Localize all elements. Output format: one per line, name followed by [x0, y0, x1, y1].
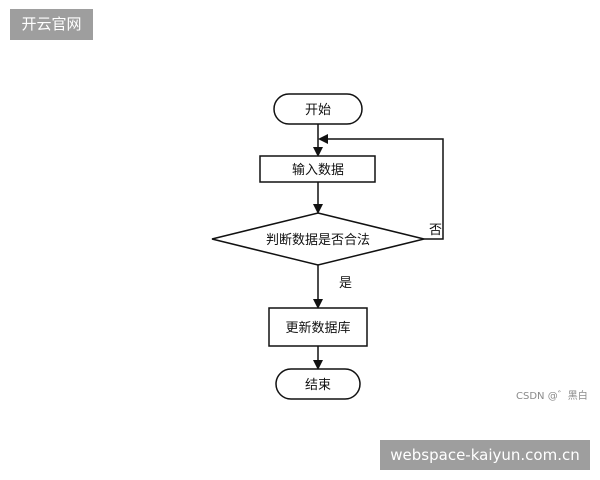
update-label: 更新数据库: [285, 320, 350, 336]
end-node: [275, 368, 361, 400]
input-label: 输入数据: [292, 162, 344, 178]
input-node: [259, 155, 376, 183]
decision-label: 判断数据是否合法: [266, 233, 370, 248]
no-label: 否: [429, 223, 442, 238]
start-node: [273, 93, 363, 125]
decision-node: [211, 212, 425, 266]
yes-label: 是: [339, 276, 352, 291]
update-node: [268, 307, 368, 347]
end-label: 结束: [305, 378, 331, 393]
start-label: 开始: [305, 103, 331, 118]
watermark-bottom-badge: webspace-kaiyun.com.cn: [380, 440, 590, 470]
arrow-no-loop-back: [318, 134, 444, 240]
credit-text: CSDN @゛黑白: [516, 391, 588, 402]
watermark-top-badge: 开云官网: [10, 9, 93, 40]
